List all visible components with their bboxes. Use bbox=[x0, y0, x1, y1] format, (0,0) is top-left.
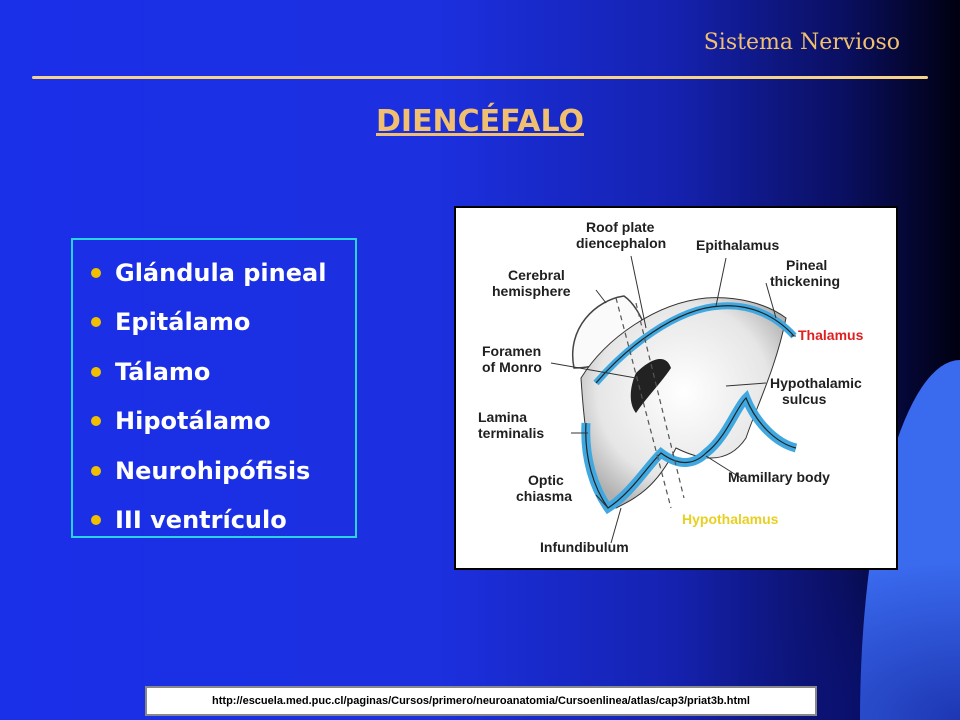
list-item-label: Tálamo bbox=[115, 357, 211, 386]
diagram-svg: Roof plate diencephalon Epithalamus Cere… bbox=[478, 219, 864, 555]
label-foramen: Foramen bbox=[482, 343, 541, 359]
dashed-line-anterior bbox=[615, 297, 672, 509]
label-sulcus: sulcus bbox=[782, 391, 827, 407]
list-item-label: Neurohipófisis bbox=[115, 456, 311, 485]
label-mamillary-body: Mamillary body bbox=[728, 469, 830, 485]
structure-list: Glándula pineal Epitálamo Tálamo Hipotál… bbox=[73, 240, 355, 545]
list-item: Glándula pineal bbox=[91, 248, 355, 298]
foramen-shadow-shape bbox=[630, 358, 671, 413]
label-infundibulum: Infundibulum bbox=[540, 539, 629, 555]
ventricle-upper-outline bbox=[595, 305, 795, 384]
label-cerebral: Cerebral bbox=[508, 267, 565, 283]
label-epithalamus: Epithalamus bbox=[696, 237, 779, 253]
list-item-label: Hipotálamo bbox=[115, 407, 271, 436]
label-pineal-thickening: thickening bbox=[770, 273, 840, 289]
label-lamina: Lamina bbox=[478, 409, 527, 425]
list-item: Epitálamo bbox=[91, 298, 355, 348]
list-item-label: Epitálamo bbox=[115, 308, 251, 337]
list-item: III ventrículo bbox=[91, 496, 355, 546]
source-url[interactable]: http://escuela.med.puc.cl/paginas/Cursos… bbox=[145, 686, 817, 716]
list-item: Neurohipófisis bbox=[91, 446, 355, 496]
section-header: Sistema Nervioso bbox=[703, 30, 900, 55]
label-roof-plate: Roof plate bbox=[586, 219, 655, 235]
list-item: Hipotálamo bbox=[91, 397, 355, 447]
dashed-line-posterior bbox=[635, 302, 685, 499]
bullet-icon bbox=[91, 515, 101, 526]
structure-list-box: Glándula pineal Epitálamo Tálamo Hipotál… bbox=[71, 238, 357, 538]
list-item-label: III ventrículo bbox=[115, 506, 287, 535]
label-diencephalon: diencephalon bbox=[576, 235, 666, 251]
label-thalamus: Thalamus bbox=[798, 327, 864, 343]
label-of-monro: of Monro bbox=[482, 359, 542, 375]
header-rule bbox=[32, 76, 928, 79]
bullet-icon bbox=[91, 317, 101, 328]
leader-lines bbox=[550, 255, 796, 544]
label-terminalis: terminalis bbox=[478, 425, 544, 441]
label-hypothalamus: Hypothalamus bbox=[682, 511, 779, 527]
label-chiasma: chiasma bbox=[516, 488, 572, 504]
list-item-label: Glándula pineal bbox=[115, 258, 327, 287]
slide-title: DIENCÉFALO bbox=[376, 104, 584, 139]
list-item: Tálamo bbox=[91, 347, 355, 397]
bullet-icon bbox=[91, 267, 101, 278]
bullet-icon bbox=[91, 465, 101, 476]
label-hemisphere: hemisphere bbox=[492, 283, 571, 299]
ventricle-lower-outline bbox=[585, 396, 797, 509]
label-optic: Optic bbox=[528, 472, 564, 488]
bullet-icon bbox=[91, 366, 101, 377]
label-pineal: Pineal bbox=[786, 257, 827, 273]
diencephalon-diagram: Roof plate diencephalon Epithalamus Cere… bbox=[454, 206, 898, 570]
label-hypothalamic: Hypothalamic bbox=[770, 375, 862, 391]
bullet-icon bbox=[91, 416, 101, 427]
